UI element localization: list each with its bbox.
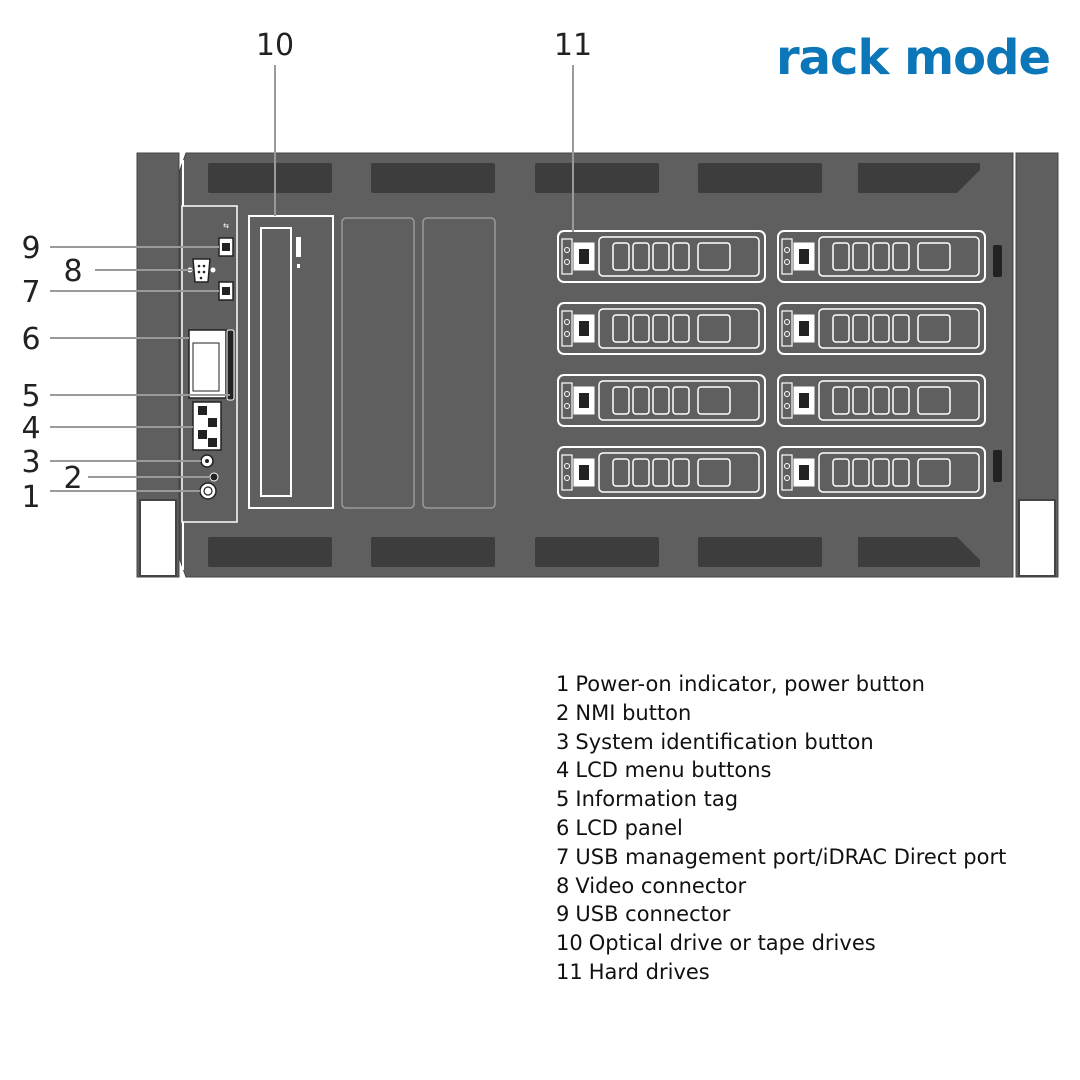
- hard-drive-7[interactable]: [557, 446, 766, 499]
- server-front-panel-diagram: ⇆: [21, 28, 1059, 578]
- right-latch-top: [993, 245, 1002, 277]
- callout-11: 11: [554, 28, 592, 63]
- callout-7: 7: [21, 275, 40, 310]
- control-panel: ⇆: [181, 205, 238, 523]
- top-vents: [208, 163, 980, 193]
- hard-drive-1[interactable]: [557, 230, 766, 283]
- hard-drive-2[interactable]: [777, 230, 986, 283]
- information-tag[interactable]: [226, 329, 235, 401]
- nmi-button[interactable]: [209, 472, 219, 482]
- hard-drive-5[interactable]: [557, 374, 766, 427]
- right-latch-bottom: [993, 450, 1002, 482]
- callout-5: 5: [21, 379, 40, 414]
- callout-10: 10: [256, 28, 294, 63]
- hard-drive-3[interactable]: [557, 302, 766, 355]
- callout-9: 9: [21, 231, 40, 266]
- lcd-panel: [188, 329, 227, 399]
- hard-drive-4[interactable]: [777, 302, 986, 355]
- leader-lines: [50, 65, 574, 492]
- svg-text:⇆: ⇆: [223, 222, 229, 230]
- callout-3: 3: [21, 445, 40, 480]
- hard-drive-bays: [557, 230, 986, 499]
- hard-drive-6[interactable]: [777, 374, 986, 427]
- lcd-menu-buttons[interactable]: [192, 401, 222, 451]
- power-button[interactable]: [199, 482, 217, 500]
- callout-numbers: 10 11 9 8 7 6 5 4 3 2 1: [21, 28, 592, 515]
- page-title: rack mode: [775, 30, 1051, 86]
- callout-6: 6: [21, 322, 40, 357]
- callout-2: 2: [63, 461, 82, 496]
- left-rack-ear: [136, 152, 180, 578]
- callout-8: 8: [63, 254, 82, 289]
- callout-1: 1: [21, 480, 40, 515]
- callout-4: 4: [21, 411, 40, 446]
- bottom-vents: [208, 537, 980, 567]
- optical-drive-bays: [248, 215, 496, 509]
- hard-drive-8[interactable]: [777, 446, 986, 499]
- right-rack-ear: [1015, 152, 1059, 578]
- video-connector[interactable]: [192, 258, 211, 283]
